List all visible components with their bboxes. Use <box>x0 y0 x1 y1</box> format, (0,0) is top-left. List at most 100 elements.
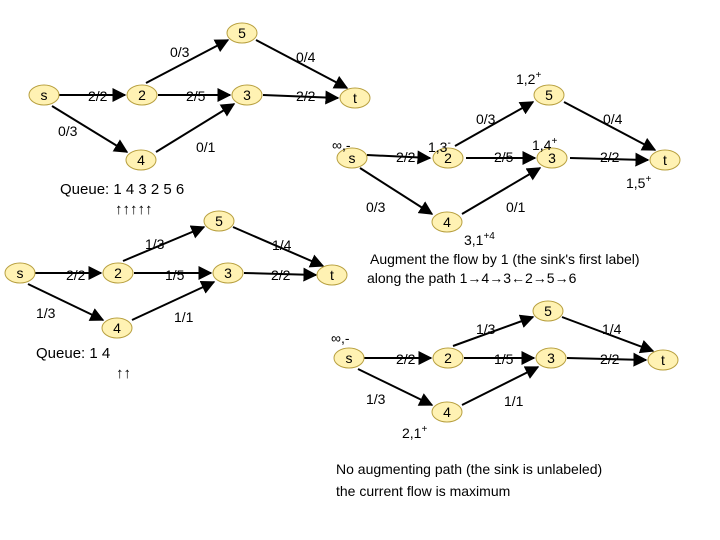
svg-text:s: s <box>349 150 356 166</box>
edge-3-t <box>243 267 318 282</box>
svg-text:2: 2 <box>444 350 452 366</box>
node-label-4: 3,1+4 <box>464 231 495 248</box>
svg-text:t: t <box>353 90 357 106</box>
edge-label-5-t: 1/4 <box>272 237 292 253</box>
edge-4-3 <box>155 103 236 153</box>
edge-label-3-t: 2/2 <box>271 267 291 283</box>
edge-label-s-4: 1/3 <box>366 391 386 407</box>
edge-label-2-5: 1/3 <box>476 321 496 337</box>
edge-label-2-3: 2/5 <box>186 88 206 104</box>
edge-label-s-2: 2/2 <box>66 267 86 283</box>
edge-label-4-3: 1/1 <box>174 309 194 325</box>
node-t: t <box>649 149 681 171</box>
edge-4-3 <box>461 366 540 406</box>
edge-label-3-t: 2/2 <box>296 88 316 104</box>
edge-label-5-t: 0/4 <box>603 111 623 127</box>
edge-5-t <box>255 39 349 89</box>
edge-3-t <box>262 90 340 105</box>
node-5: 5 <box>226 22 258 44</box>
edge-5-t <box>561 316 655 354</box>
edge-label-4-3: 0/1 <box>196 139 216 155</box>
edge-label-2-3: 2/5 <box>494 149 514 165</box>
edge-label-s-4: 0/3 <box>366 199 386 215</box>
node-5: 5 <box>203 210 235 232</box>
node-2: 2 <box>432 147 464 169</box>
svg-text:2: 2 <box>114 265 122 281</box>
svg-text:3: 3 <box>224 265 232 281</box>
queue-arrows-3: ↑↑ <box>116 365 131 382</box>
svg-text:4: 4 <box>443 214 451 230</box>
node-s: s <box>336 147 368 169</box>
graph-4: 2/2 1/5 2/2 1/3 1/4 1/3 1/1 s 2 3 4 5 t <box>331 300 679 499</box>
edge-label-3-t: 2/2 <box>600 149 620 165</box>
node-4: 4 <box>125 149 157 171</box>
node-t: t <box>339 87 371 109</box>
svg-text:4: 4 <box>443 404 451 420</box>
node-5: 5 <box>533 84 565 106</box>
edge-s-4 <box>359 167 434 215</box>
graph-2: 2/2 2/5 2/2 0/3 0/4 0/3 0/1 s 2 3 4 5 t <box>332 70 681 286</box>
edge-label-4-3: 0/1 <box>506 199 526 215</box>
edge-s-4 <box>357 368 434 406</box>
svg-text:t: t <box>330 267 334 283</box>
edge-label-4-3: 1/1 <box>504 393 524 409</box>
edge-2-5 <box>122 225 206 262</box>
edge-3-t <box>566 352 648 367</box>
graph-3: 2/2 1/5 2/2 1/3 1/4 1/3 1/1 s 2 3 4 5 t <box>4 210 348 382</box>
svg-text:4: 4 <box>137 152 145 168</box>
svg-text:s: s <box>41 87 48 103</box>
graph-1: 2/2 2/5 2/2 0/3 0/4 0/3 0/1 s 2 3 4 5 t <box>28 22 371 218</box>
augment-note-line-1: Augment the flow by 1 (the sink's first … <box>370 251 640 267</box>
node-s: s <box>333 347 365 369</box>
edge-s-4 <box>51 105 129 153</box>
node-t: t <box>316 264 348 286</box>
node-4: 4 <box>431 401 463 423</box>
node-s: s <box>28 84 60 106</box>
edge-label-5-t: 1/4 <box>602 321 622 337</box>
node-3: 3 <box>536 147 568 169</box>
edge-label-s-2: 2/2 <box>396 351 416 367</box>
edge-label-s-4: 1/3 <box>36 305 56 321</box>
edge-label-2-3: 1/5 <box>494 351 514 367</box>
edge-2-5 <box>454 101 535 147</box>
queue-arrows-1: ↑↑↑↑↑ <box>115 201 153 218</box>
node-t: t <box>647 349 679 371</box>
svg-text:4: 4 <box>113 320 121 336</box>
node-label-s: ∞,- <box>332 137 351 153</box>
svg-text:2: 2 <box>444 150 452 166</box>
edge-label-s-2: 2/2 <box>396 149 416 165</box>
conclusion-line-1: No augmenting path (the sink is unlabele… <box>336 461 602 477</box>
svg-text:3: 3 <box>548 150 556 166</box>
node-2: 2 <box>102 262 134 284</box>
svg-text:s: s <box>17 265 24 281</box>
edge-label-3-t: 2/2 <box>600 351 620 367</box>
edge-2-5 <box>145 39 230 84</box>
queue-label-3: Queue: 1 4 <box>36 345 110 362</box>
edge-5-t <box>563 101 657 151</box>
node-2: 2 <box>126 84 158 106</box>
svg-text:s: s <box>346 350 353 366</box>
node-2: 2 <box>432 347 464 369</box>
edge-5-t <box>232 226 325 268</box>
svg-text:5: 5 <box>545 87 553 103</box>
svg-text:5: 5 <box>238 25 246 41</box>
edge-label-s-4: 0/3 <box>58 123 78 139</box>
node-label-t: 1,5+ <box>626 174 651 191</box>
augment-note-line-2: along the path 1→4→3←2→5→6 <box>367 270 577 286</box>
edge-label-2-3: 1/5 <box>165 267 185 283</box>
node-label-5: 1,2+ <box>516 70 541 87</box>
edge-label-2-5: 1/3 <box>145 236 165 252</box>
node-label-4: 2,1+ <box>402 424 427 441</box>
conclusion-line-2: the current flow is maximum <box>336 483 510 499</box>
node-5: 5 <box>532 300 564 322</box>
edge-4-3 <box>461 167 542 215</box>
svg-text:5: 5 <box>544 303 552 319</box>
edge-s-4 <box>27 283 105 321</box>
node-4: 4 <box>101 317 133 339</box>
svg-text:3: 3 <box>547 350 555 366</box>
node-3: 3 <box>535 347 567 369</box>
svg-text:t: t <box>661 352 665 368</box>
node-4: 4 <box>431 211 463 233</box>
svg-text:3: 3 <box>243 87 251 103</box>
